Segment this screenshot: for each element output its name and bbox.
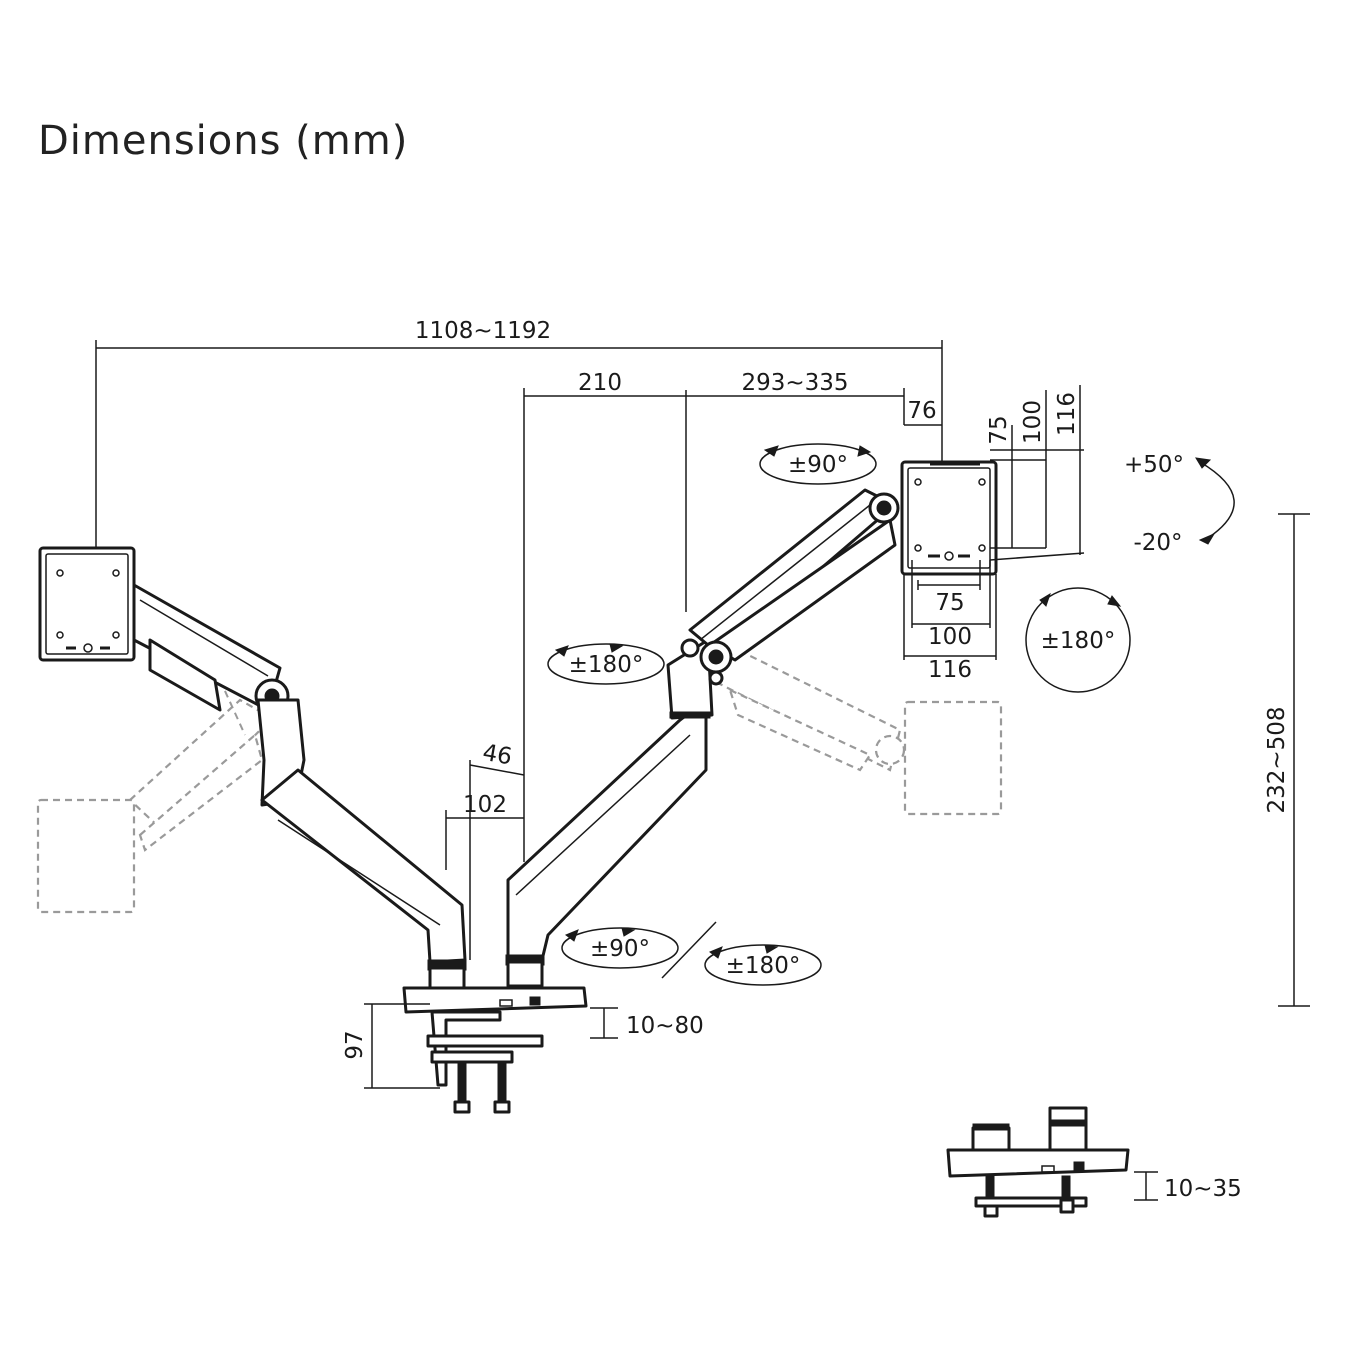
label-tilt-down: -20°	[1133, 530, 1182, 556]
page-title: Dimensions (mm)	[38, 118, 409, 164]
label-tilt-up: +50°	[1124, 452, 1184, 478]
label-pole-to-pivot: 210	[578, 370, 622, 396]
label-vesa-h-75: 75	[935, 590, 964, 616]
ghost-right-arm	[710, 638, 1003, 816]
left-arm	[132, 583, 467, 990]
label-head-rotate: ±180°	[1041, 628, 1116, 654]
label-base-swivel-90: ±90°	[590, 936, 650, 962]
label-vesa-v-75: 75	[986, 415, 1012, 444]
desk-base-clamp	[402, 986, 588, 1114]
label-grommet-range: 10~35	[1164, 1176, 1242, 1202]
label-overall-width: 1108~1192	[415, 318, 551, 344]
label-vesa-v-100: 100	[1020, 400, 1046, 444]
right-arm	[505, 488, 900, 988]
rotation-labels: ±90° ±180° +50° -20° ±180° ±90° ±180°	[569, 452, 1184, 979]
label-head-offset: 76	[907, 398, 936, 424]
label-arm-swivel: ±180°	[569, 652, 644, 678]
label-vesa-h-116: 116	[928, 657, 972, 683]
dimension-labels: 1108~1192 210 293~335 76 75 100 116 75 1…	[342, 318, 1290, 1202]
label-vesa-v-116: 116	[1054, 392, 1080, 436]
left-vesa-plate	[38, 546, 136, 662]
label-base-swivel-180: ±180°	[726, 953, 801, 979]
grommet-mount-inset	[946, 1106, 1130, 1218]
label-pole-offset-46: 46	[481, 740, 514, 771]
label-desk-clamp-range: 10~80	[626, 1013, 704, 1039]
label-head-swivel: ±90°	[788, 452, 848, 478]
right-vesa-plate	[900, 460, 998, 576]
label-height-range: 232~508	[1264, 706, 1290, 813]
ghost-left-arm	[36, 679, 274, 914]
dimension-lines	[95, 340, 1310, 1201]
label-clamp-height: 97	[342, 1030, 368, 1059]
label-pole-offset-102: 102	[463, 792, 507, 818]
label-vesa-h-100: 100	[928, 624, 972, 650]
rotation-arrows	[547, 443, 1235, 986]
label-arm-reach: 293~335	[741, 370, 848, 396]
